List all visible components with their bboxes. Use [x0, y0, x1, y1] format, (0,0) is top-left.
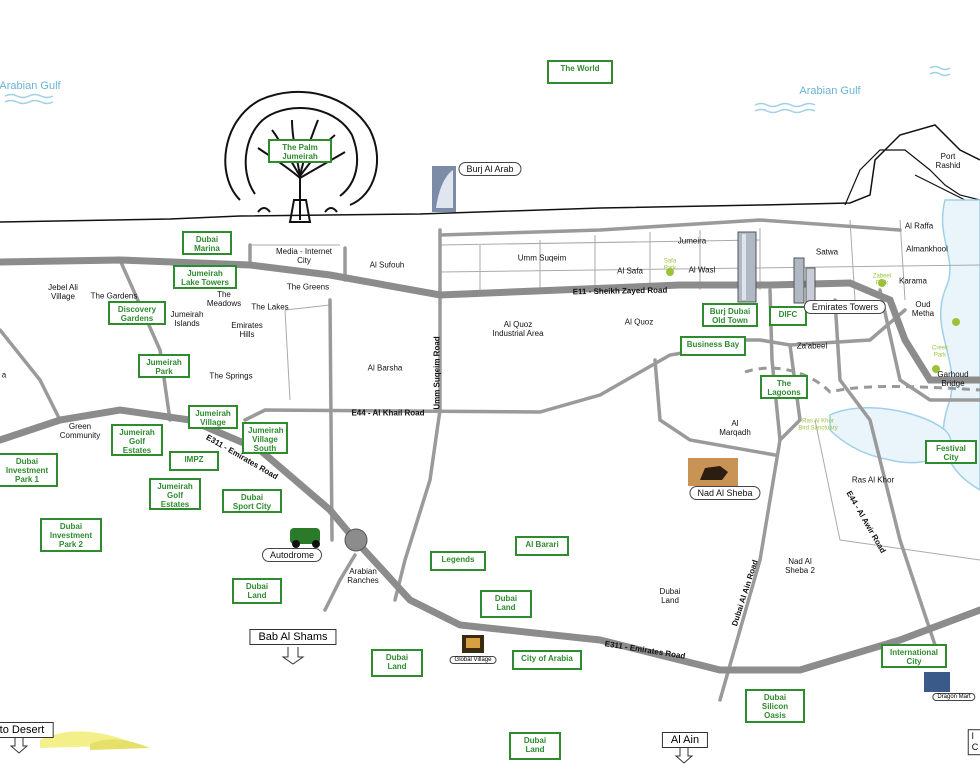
- box-city-of-arabia[interactable]: City of Arabia: [512, 650, 582, 670]
- area-dubai-land: Dubai Land: [659, 586, 681, 605]
- callout-global-village[interactable]: Global Village: [449, 656, 497, 664]
- area-garhoud-bridge: Garhoud Bridge: [937, 369, 969, 388]
- area-the-springs: The Springs: [209, 371, 253, 381]
- dubai-creek: [829, 199, 980, 491]
- area-zaabeel: Za'abeel: [796, 341, 828, 351]
- area-al-quoz: Al Quoz: [624, 317, 654, 327]
- area-al-quoz-industrial: Al Quoz Industrial Area: [492, 319, 544, 338]
- burj-al-arab-building: [432, 166, 456, 212]
- box-dubai-marina[interactable]: Dubai Marina: [182, 231, 232, 255]
- callout-dragon-mart[interactable]: Dragon Mart: [932, 693, 976, 701]
- area-port-rashid: Port Rashid: [935, 151, 961, 170]
- box-festival-city[interactable]: Festival City: [925, 440, 977, 464]
- box-the-world[interactable]: The World: [547, 60, 613, 84]
- box-dubai-land-2[interactable]: Dubai Land: [480, 590, 532, 618]
- road-label-al-khail: E44 - Al Khail Road: [351, 408, 425, 418]
- dashed-route: [744, 366, 980, 394]
- area-the-gardens: The Gardens: [90, 291, 138, 301]
- box-jumeirah-golf-estates-2[interactable]: Jumeirah Golf Estates: [149, 478, 201, 510]
- arabian-ranches-roundabout: [344, 528, 368, 552]
- area-al-sufouh: Al Sufouh: [369, 260, 405, 270]
- road-label-sheikh-zayed: E11 - Sheikh Zayed Road: [572, 285, 668, 297]
- area-media-city: Media - Internet City: [275, 246, 333, 265]
- sign-bab-al-shams[interactable]: Bab Al Shams: [249, 629, 337, 645]
- park-tree-icons: [666, 268, 960, 373]
- callout-autodrome[interactable]: Autodrome: [261, 548, 323, 562]
- box-dubai-land-3[interactable]: Dubai Land: [371, 649, 423, 677]
- park-creek: Creek Park: [931, 345, 949, 358]
- box-dubai-land-4[interactable]: Dubai Land: [509, 732, 561, 760]
- area-jumeira: Jumeira: [677, 236, 707, 246]
- box-dip-1[interactable]: Dubai Investment Park 1: [0, 453, 58, 487]
- area-al-marqadh: Al Marqadh: [719, 418, 751, 437]
- nad-al-sheba-horse-icon: [688, 458, 738, 486]
- box-impz[interactable]: IMPZ: [169, 451, 219, 471]
- area-al-raffa: Al Raffa: [904, 221, 934, 231]
- box-the-lagoons[interactable]: The Lagoons: [760, 375, 808, 399]
- box-business-bay[interactable]: Business Bay: [680, 336, 746, 356]
- sign-to-desert[interactable]: to Desert: [0, 722, 54, 738]
- desert-dune-graphic: [40, 731, 150, 750]
- box-dubai-silicon-oasis[interactable]: Dubai Silicon Oasis: [745, 689, 805, 723]
- area-jebel-ali-village: Jebel Ali Village: [48, 282, 78, 301]
- area-al-barsha: Al Barsha: [367, 363, 403, 373]
- road-label-umm-suqeim: Umm Suqeim Road: [432, 336, 442, 410]
- area-almankhool: Almankhool: [906, 244, 948, 254]
- global-village-icon: [462, 635, 484, 653]
- area-the-lakes: The Lakes: [251, 302, 289, 312]
- area-jumeirah-islands: Jumeirah Islands: [170, 309, 204, 328]
- box-jumeirah-park[interactable]: Jumeirah Park: [138, 354, 190, 378]
- sign-al-ain[interactable]: Al Ain: [661, 732, 709, 748]
- box-al-barari[interactable]: Al Barari: [515, 536, 569, 556]
- box-jumeirah-village[interactable]: Jumeirah Village: [188, 405, 238, 429]
- burj-dubai-tower: [737, 231, 757, 303]
- water-waves: [4, 65, 951, 114]
- callout-burj-al-arab[interactable]: Burj Al Arab: [458, 162, 522, 176]
- box-palm-jumeirah[interactable]: The Palm Jumeirah: [268, 139, 332, 163]
- area-al-safa: Al Safa: [617, 266, 643, 276]
- area-satwa: Satwa: [815, 247, 839, 257]
- coastline: [0, 124, 980, 223]
- minor-roads: [250, 219, 980, 561]
- box-difc[interactable]: DIFC: [769, 306, 807, 326]
- area-emirates-hills: Emirates Hills: [231, 320, 263, 339]
- area-green-community: Green Community: [59, 421, 101, 440]
- area-the-meadows: The Meadows: [206, 289, 242, 308]
- callout-nad-al-sheba[interactable]: Nad Al Sheba: [689, 486, 761, 500]
- dragon-mart-icon: [924, 672, 950, 692]
- area-umm-suqeim: Umm Suqeim: [517, 253, 567, 263]
- box-jumeirah-village-south[interactable]: Jumeirah Village South: [242, 422, 288, 454]
- box-discovery-gardens[interactable]: Discovery Gardens: [108, 301, 166, 325]
- box-international-city[interactable]: International City: [881, 644, 947, 668]
- box-burj-dubai-old-town[interactable]: Burj Dubai Old Town: [702, 303, 758, 327]
- sea-label-left: Arabian Gulf: [0, 80, 61, 92]
- box-dip-2[interactable]: Dubai Investment Park 2: [40, 518, 102, 552]
- area-edge-fragment: a: [1, 370, 7, 380]
- area-karama: Karama: [898, 276, 928, 286]
- sign-arrows: [9, 647, 694, 764]
- area-oud-metha: Oud Metha: [911, 299, 935, 318]
- area-al-wasl: Al Wasl: [688, 265, 716, 275]
- box-legends[interactable]: Legends: [430, 551, 486, 571]
- box-jlt[interactable]: Jumeirah Lake Towers: [173, 265, 237, 289]
- area-nad-al-sheba-2: Nad Al Sheba 2: [785, 556, 815, 575]
- area-the-greens: The Greens: [286, 282, 330, 292]
- box-dubai-land-1[interactable]: Dubai Land: [232, 578, 282, 604]
- area-arabian-ranches: Arabian Ranches: [347, 566, 379, 585]
- callout-emirates-towers[interactable]: Emirates Towers: [803, 300, 887, 314]
- area-ras-al-khor: Ras Al Khor: [851, 475, 895, 485]
- box-jumeirah-golf-estates-1[interactable]: Jumeirah Golf Estates: [111, 424, 163, 456]
- park-safa: Safa Park: [663, 258, 677, 271]
- park-zabeel: Zabeel Park: [872, 273, 892, 286]
- emirates-towers-building: [793, 257, 816, 304]
- highways: [0, 256, 980, 674]
- sign-edge: l C: [967, 729, 980, 755]
- box-dubai-sport-city[interactable]: Dubai Sport City: [222, 489, 282, 513]
- sea-label-right: Arabian Gulf: [799, 85, 861, 97]
- autodrome-car-icon: [290, 528, 320, 548]
- park-ras-al-khor: Ras Al Khor Bird Sanctuary: [798, 418, 838, 431]
